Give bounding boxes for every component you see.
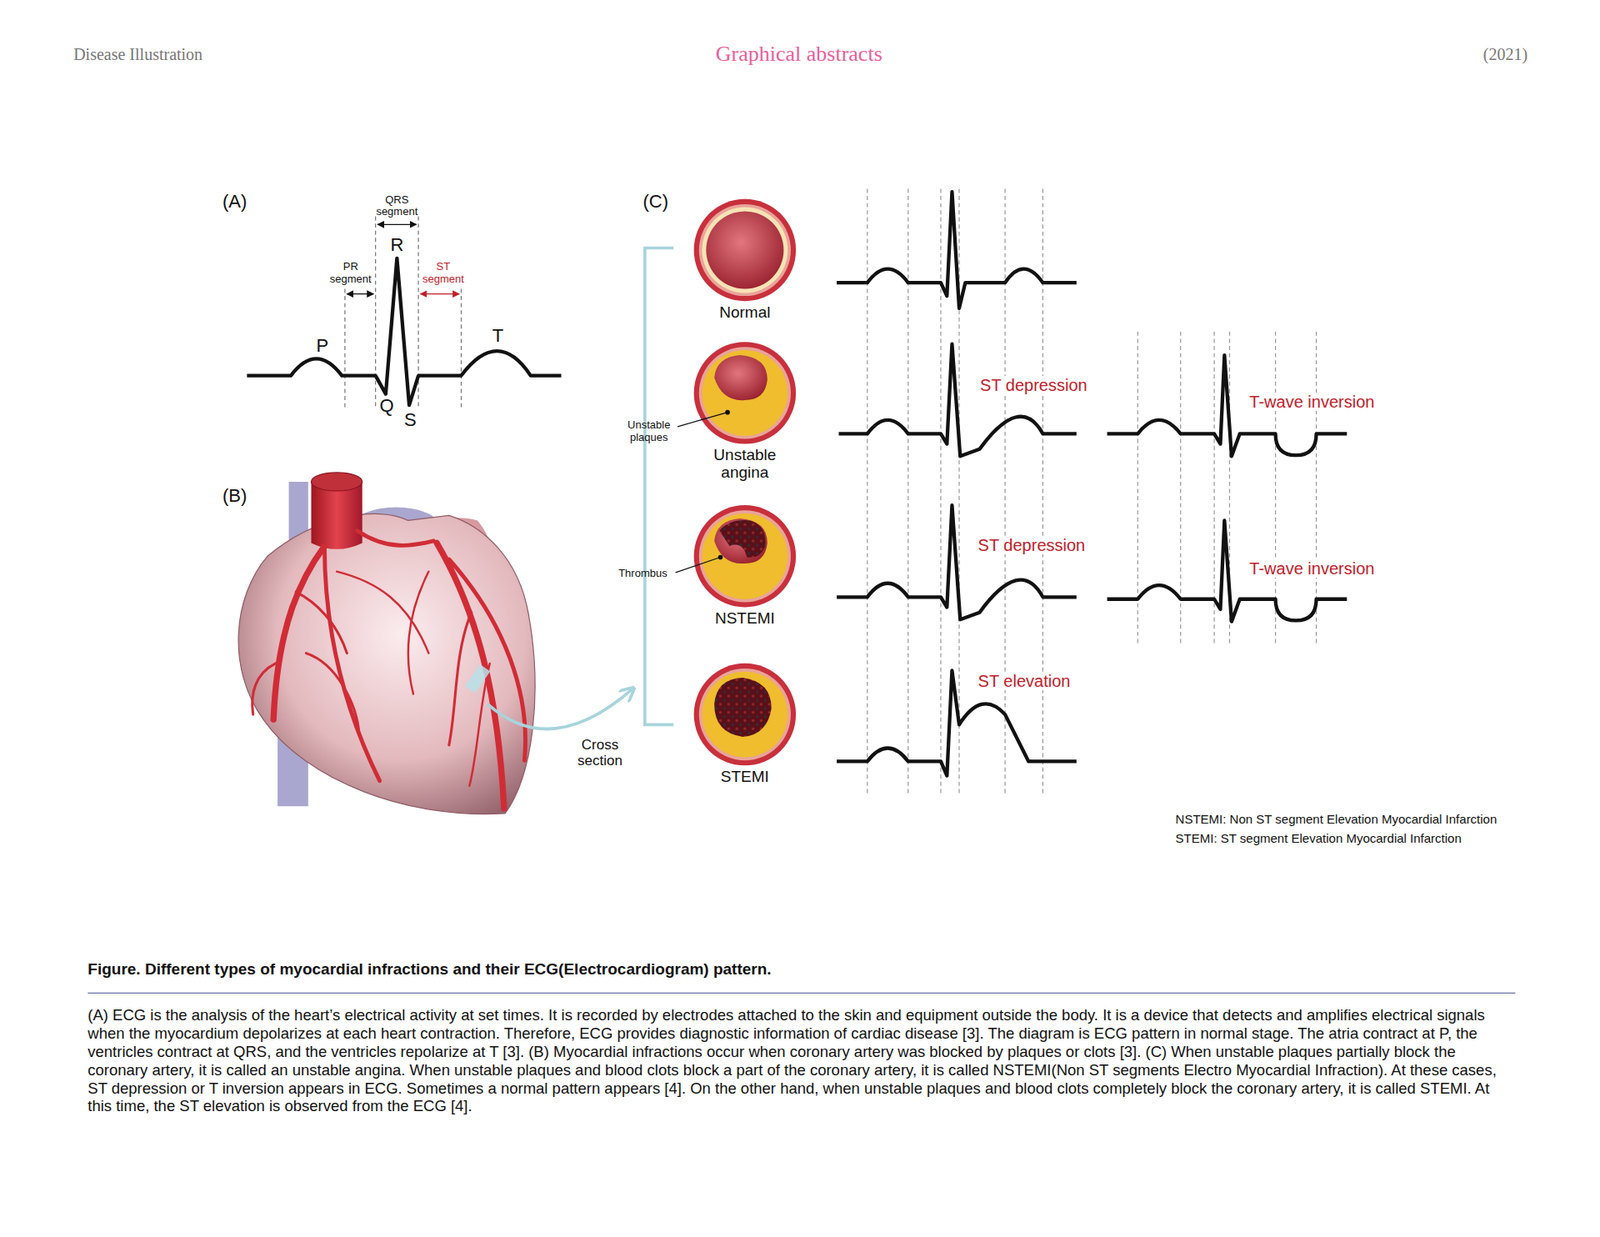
heart-illustration xyxy=(238,472,633,815)
label: T-wave inversion xyxy=(1246,392,1377,411)
label: ST depression xyxy=(977,375,1090,395)
label: QRS segment xyxy=(375,194,418,219)
ecg-normal-a xyxy=(246,216,561,409)
bracket xyxy=(645,248,674,725)
ecg-traces-c xyxy=(836,189,1347,797)
label: Thrombus xyxy=(618,567,668,580)
label: R xyxy=(390,235,404,255)
artery-label: NSTEMI xyxy=(715,610,775,628)
artery-cross-section: Unstable angina xyxy=(689,340,802,482)
label: Q xyxy=(380,395,395,416)
label: Disease Illustration xyxy=(73,45,203,64)
figure-caption: (A) ECG is the analysis of the heart’s e… xyxy=(87,1005,1516,1115)
artery-cross-section: STEMI xyxy=(689,660,802,785)
artery-cross-sections xyxy=(694,199,796,766)
artery-cross-section: Normal xyxy=(689,196,802,321)
label: ST elevation xyxy=(975,671,1074,690)
label: (A) xyxy=(222,191,247,212)
label: (B) xyxy=(222,485,247,506)
label: ST segment xyxy=(422,260,465,285)
label: ST depression xyxy=(975,535,1089,555)
leader-lines xyxy=(675,410,730,572)
label: STEMI: ST segment Elevation Myocardial I… xyxy=(1175,831,1462,846)
label: NSTEMI: Non ST segment Elevation Myocard… xyxy=(1175,812,1498,827)
label: (2021) xyxy=(1483,45,1528,64)
label: PR segment xyxy=(330,260,372,285)
label: (C) xyxy=(642,191,669,212)
artery-label: Unstable angina xyxy=(713,446,776,482)
label: Cross section xyxy=(577,737,623,769)
artery-cross-section: NSTEMI xyxy=(689,503,802,628)
label: S xyxy=(404,410,417,430)
artery-label: STEMI xyxy=(720,768,770,786)
label: P xyxy=(316,335,330,356)
label: Unstable plaques xyxy=(627,419,670,444)
artery-label: Normal xyxy=(719,304,770,322)
figure-title: Figure. Different types of myocardial in… xyxy=(87,960,771,979)
title-rule xyxy=(87,992,1515,994)
label: Graphical abstracts xyxy=(715,42,883,67)
label: T-wave inversion xyxy=(1246,559,1377,578)
label: T xyxy=(492,325,504,346)
